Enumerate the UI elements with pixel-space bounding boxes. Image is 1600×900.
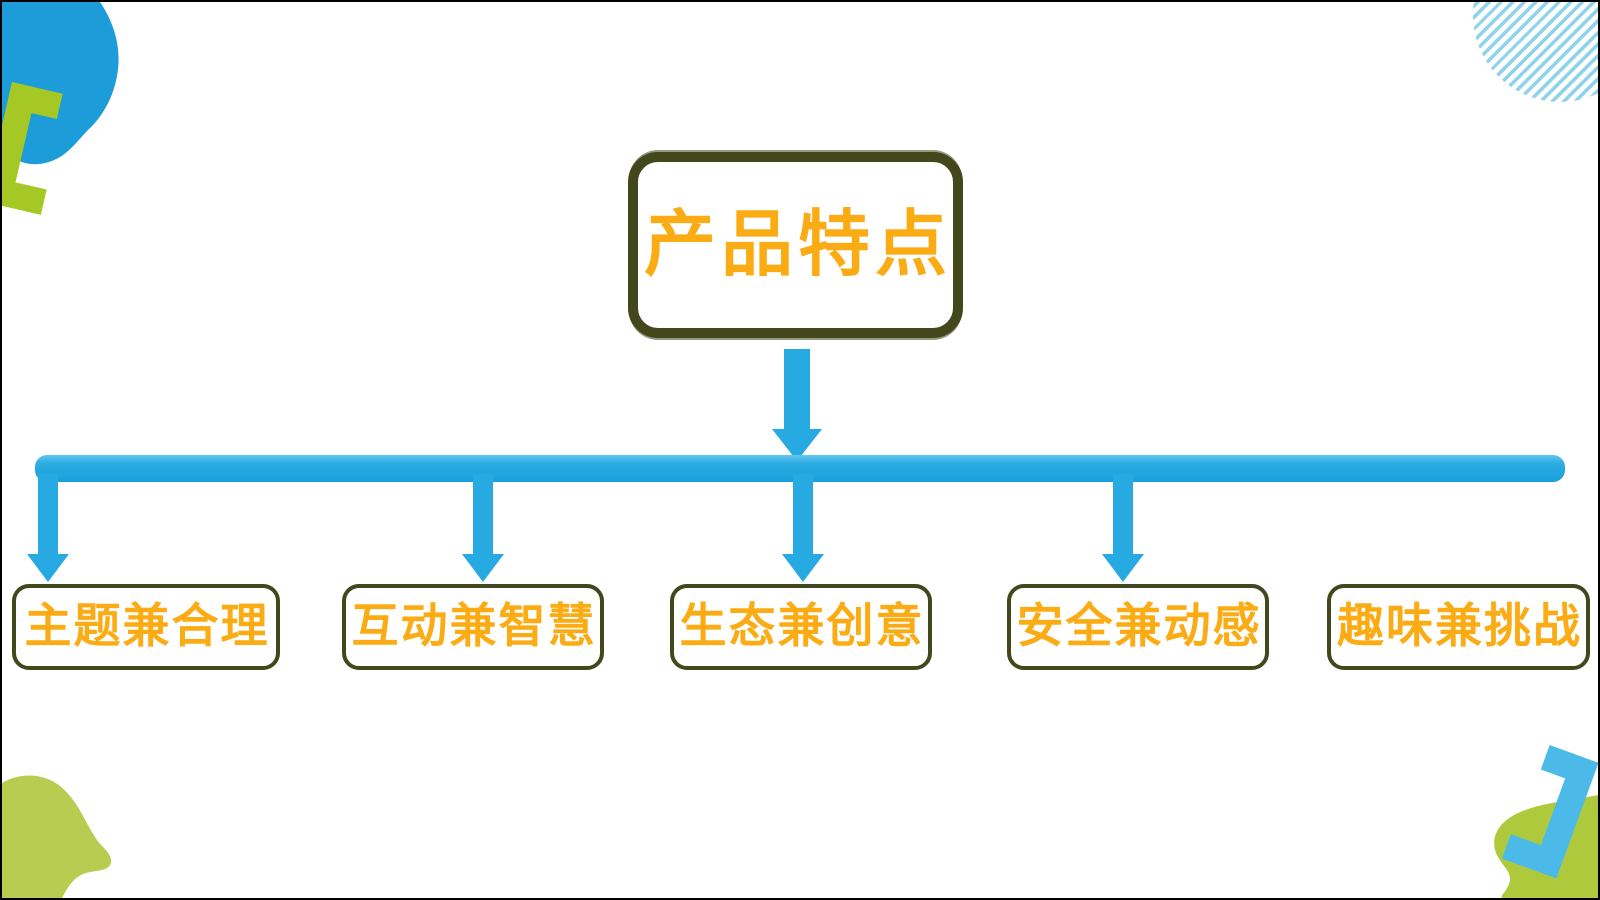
feature-node-3: 生态兼创意 (670, 584, 932, 670)
feature-node-2: 互动兼智慧 (342, 584, 604, 670)
connector-arrow-main (772, 349, 822, 461)
feature-node-label: 安全兼动感 (1016, 600, 1262, 653)
root-node-product-features: 产品特点 (628, 152, 963, 338)
feature-node-label: 生态兼创意 (679, 600, 925, 653)
feature-node-4: 安全兼动感 (1007, 584, 1269, 670)
feature-node-1: 主题兼合理 (12, 584, 280, 670)
bracket-decoration-bottom-right (1501, 745, 1598, 879)
feature-node-label: 主题兼合理 (24, 600, 270, 653)
striped-circle-decoration (1473, 2, 1598, 102)
connector-arrow-1 (27, 474, 69, 582)
feature-node-label: 趣味兼挑战 (1337, 600, 1582, 653)
connector-arrow-2 (462, 474, 504, 582)
blob-decoration-bottom-left (2, 775, 112, 898)
feature-node-label: 互动兼智慧 (351, 600, 597, 653)
feature-node-5: 趣味兼挑战 (1327, 584, 1590, 670)
connector-arrow-3 (782, 474, 824, 582)
bracket-decoration-top-left (2, 82, 63, 215)
blob-decoration-bottom-right (1494, 795, 1598, 898)
root-node-label: 产品特点 (643, 205, 952, 285)
connector-bar (35, 455, 1565, 482)
blob-decoration-top-left (2, 2, 119, 165)
connector-arrow-4 (1102, 474, 1144, 582)
